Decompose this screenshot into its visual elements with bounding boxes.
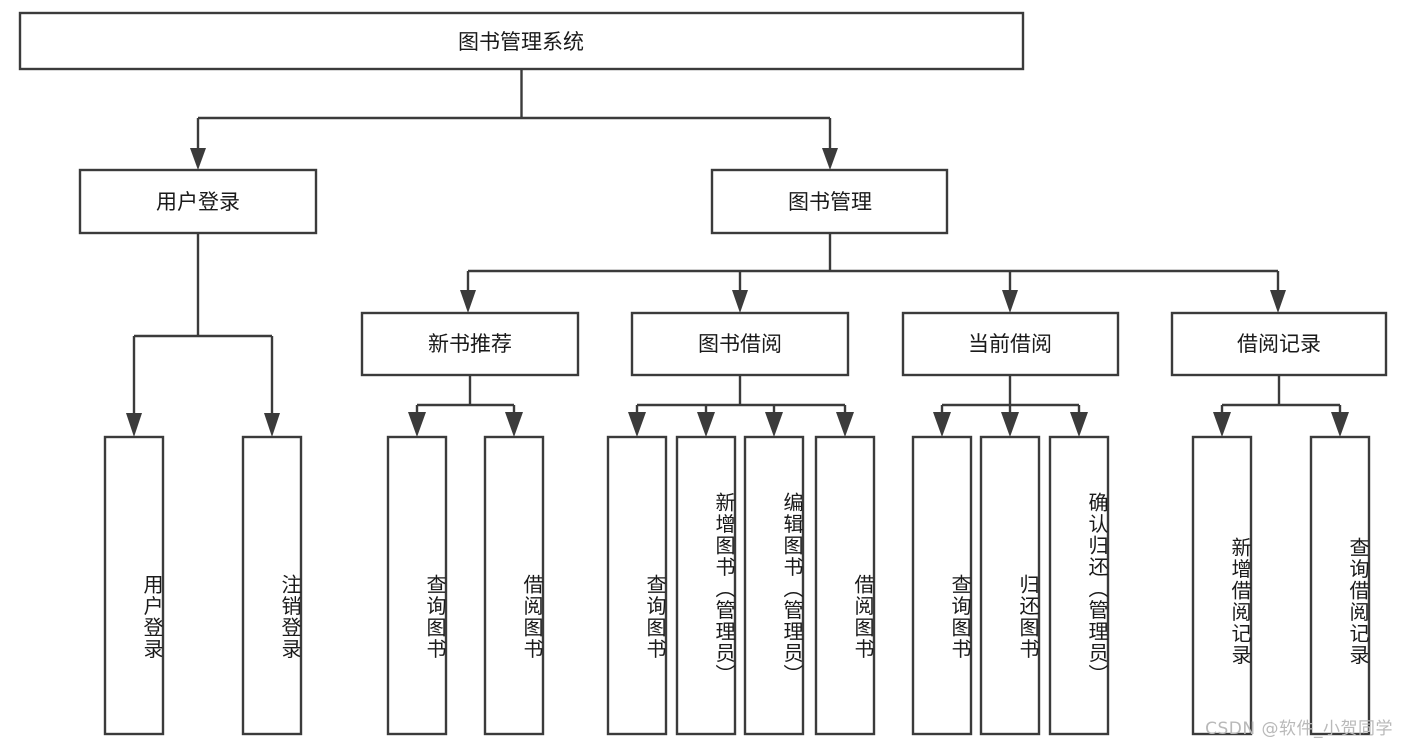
connector-group-book-mgmt bbox=[460, 233, 1286, 313]
node-current-borrow-label: 当前借阅 bbox=[968, 332, 1052, 356]
node-book-borrow-box[interactable] bbox=[630, 311, 850, 377]
arrow-head-book-mgmt bbox=[822, 148, 838, 170]
arrow-head-leaf-query-record bbox=[1331, 412, 1349, 437]
leaf-box-add-book[interactable] bbox=[675, 435, 737, 736]
leaf-box-user-login[interactable] bbox=[103, 435, 165, 736]
node-root-box[interactable] bbox=[18, 11, 1025, 71]
leaf-box-borrow-book-2[interactable] bbox=[814, 435, 876, 736]
connector-group-current-borrow bbox=[933, 375, 1088, 437]
arrow-head-leaf-query-book-2 bbox=[628, 412, 646, 437]
leaf-box-edit-book[interactable] bbox=[743, 435, 805, 736]
arrow-head-borrow-record bbox=[1270, 290, 1286, 313]
node-borrow-record-box[interactable] bbox=[1170, 311, 1388, 377]
arrow-head-leaf-add-book bbox=[697, 412, 715, 437]
node-book-mgmt-box[interactable] bbox=[710, 168, 949, 235]
arrow-head-leaf-borrow-book-1 bbox=[505, 412, 523, 437]
node-borrow-record-label: 借阅记录 bbox=[1237, 332, 1321, 356]
arrow-head-leaf-user-login bbox=[126, 413, 142, 437]
arrow-head-user-login bbox=[190, 148, 206, 170]
node-current-borrow[interactable]: 当前借阅 bbox=[901, 311, 1120, 377]
connector-group-new-book-rec bbox=[408, 375, 523, 437]
node-root[interactable]: 图书管理系统 bbox=[18, 11, 1025, 71]
node-user-login[interactable]: 用户登录 bbox=[78, 168, 318, 235]
arrow-head-leaf-return-book bbox=[1001, 412, 1019, 437]
arrow-head-book-borrow bbox=[732, 290, 748, 313]
arrow-head-leaf-confirm-return bbox=[1070, 412, 1088, 437]
arrow-head-leaf-query-book-1 bbox=[408, 412, 426, 437]
connector-group-book-borrow bbox=[628, 375, 854, 437]
node-root-label: 图书管理系统 bbox=[458, 30, 584, 54]
connector-group-user-login bbox=[126, 233, 280, 437]
node-current-borrow-box[interactable] bbox=[901, 311, 1120, 377]
leaf-box-query-book-2[interactable] bbox=[606, 435, 668, 736]
leaf-box-add-record[interactable] bbox=[1191, 435, 1253, 736]
node-new-book-rec[interactable]: 新书推荐 bbox=[360, 311, 580, 377]
arrow-head-leaf-query-book-3 bbox=[933, 412, 951, 437]
node-user-login-box[interactable] bbox=[78, 168, 318, 235]
leaf-box-return-book[interactable] bbox=[979, 435, 1041, 736]
leaf-box-borrow-book-1[interactable] bbox=[483, 435, 545, 736]
connector-group-root bbox=[190, 69, 838, 170]
arrow-head-leaf-borrow-book-2 bbox=[836, 412, 854, 437]
arrow-head-new-book-rec bbox=[460, 290, 476, 313]
leaf-box-query-book-1[interactable] bbox=[386, 435, 448, 736]
leaf-box-group bbox=[103, 435, 1371, 736]
arrow-head-leaf-logout bbox=[264, 413, 280, 437]
node-book-mgmt[interactable]: 图书管理 bbox=[710, 168, 949, 235]
arrow-head-leaf-add-record bbox=[1213, 412, 1231, 437]
csdn-watermark: CSDN @软件_小贺同学 bbox=[1205, 719, 1393, 739]
node-new-book-rec-box[interactable] bbox=[360, 311, 580, 377]
leaf-box-confirm-return[interactable] bbox=[1048, 435, 1110, 736]
node-borrow-record[interactable]: 借阅记录 bbox=[1170, 311, 1388, 377]
node-book-mgmt-label: 图书管理 bbox=[788, 190, 872, 214]
leaf-box-logout[interactable] bbox=[241, 435, 303, 736]
arrow-head-leaf-edit-book bbox=[765, 412, 783, 437]
leaf-box-query-book-3[interactable] bbox=[911, 435, 973, 736]
node-book-borrow[interactable]: 图书借阅 bbox=[630, 311, 850, 377]
leaf-box-query-record[interactable] bbox=[1309, 435, 1371, 736]
connector-group-borrow-record bbox=[1213, 375, 1349, 437]
node-new-book-rec-label: 新书推荐 bbox=[428, 332, 512, 356]
node-book-borrow-label: 图书借阅 bbox=[698, 332, 782, 356]
arrow-head-current-borrow bbox=[1002, 290, 1018, 313]
node-user-login-label: 用户登录 bbox=[156, 190, 240, 214]
